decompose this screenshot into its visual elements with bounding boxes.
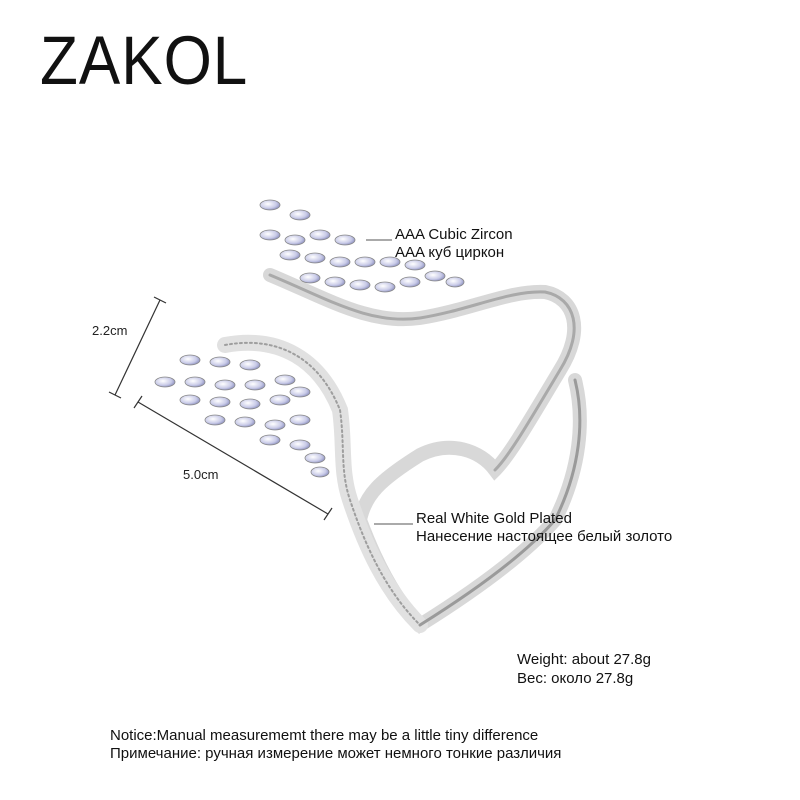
- callout-pointers: [366, 239, 413, 525]
- width-dimension-line: [133, 395, 333, 521]
- height-dimension-label: 2.2cm: [92, 323, 128, 338]
- height-dimension-line: [108, 296, 167, 399]
- weight-label-ru: Вес: около 27.8g: [517, 670, 634, 687]
- plating-label-ru: Нанесение настоящее белый золото: [416, 528, 673, 545]
- weight-label-en: Weight: about 27.8g: [517, 651, 651, 668]
- ring-band: [217, 268, 587, 634]
- notice-label-en: Notice:Manual measurememt there may be a…: [110, 727, 539, 744]
- plating-label-en: Real White Gold Plated: [416, 510, 572, 527]
- brand-logo: ZAKOL: [40, 23, 249, 100]
- lower-wing-gems: [154, 354, 330, 478]
- stone-label-en: AAA Cubic Zircon: [395, 226, 513, 243]
- width-dimension-label: 5.0cm: [183, 467, 219, 482]
- upper-wing-gems: [259, 199, 465, 293]
- stone-label-ru: AAA куб циркон: [395, 244, 505, 261]
- notice-label-ru: Примечание: ручная измерение может немно…: [110, 745, 562, 762]
